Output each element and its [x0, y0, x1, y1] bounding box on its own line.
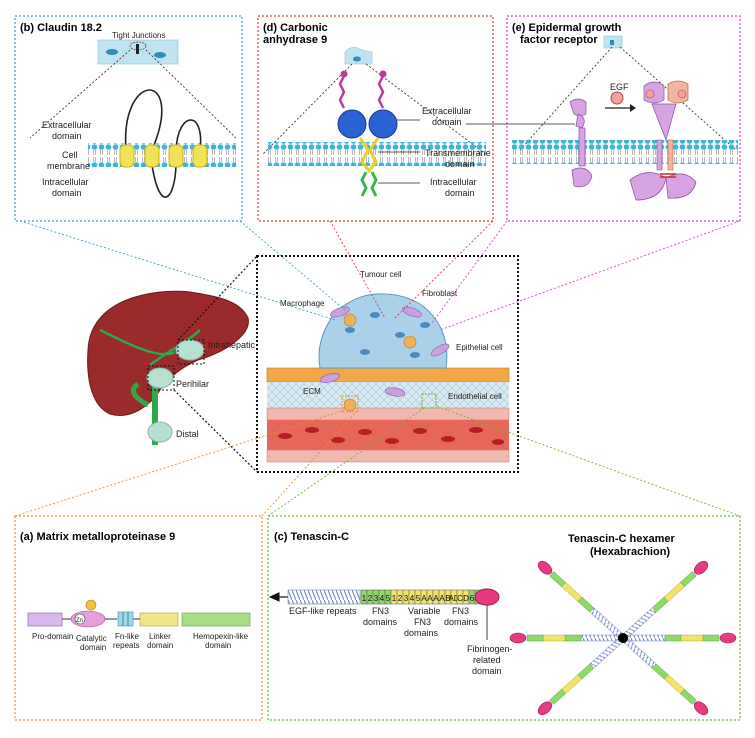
- fn3-variable-box-label: 4: [410, 594, 415, 603]
- hemopexin-domain: [181, 612, 251, 627]
- panel-tenascin: (c) Tenascin-C 1234512345AAAABADCD678 EG…: [267, 515, 741, 721]
- fn3-variable-box-label: AD: [448, 594, 459, 603]
- tight-junctions-label: Tight Junctions: [112, 31, 166, 40]
- fn3-variable-box-label: A: [439, 594, 445, 603]
- hexamer-fibrinogen: [537, 560, 553, 575]
- claudin-membrane: [88, 143, 236, 167]
- hexamer-arm: [509, 632, 620, 644]
- fn3-variable-box-label: 1: [392, 594, 397, 603]
- fn3-variable-box-label: C: [457, 594, 463, 603]
- liver-illustration: Intrahepatic Perihilar Distal: [87, 290, 256, 445]
- egfr-membrane: [512, 140, 738, 164]
- macrophage-label: Macrophage: [280, 299, 325, 308]
- ca9-intracellular: Intracellular: [430, 177, 477, 187]
- panel-mmp9: (a) Matrix metalloproteinase 9 Zn Pro-do…: [14, 515, 263, 721]
- ecm-label: ECM: [303, 387, 321, 396]
- fn-like-repeats: [117, 611, 134, 627]
- epithelial-cell-label: Epithelial cell: [456, 343, 503, 352]
- fn3-variable-box-label: A: [433, 594, 439, 603]
- claudin-intracellular: Intracellular: [42, 177, 89, 187]
- egfr-dimer: [629, 80, 697, 201]
- egf-like-repeats-bar: [287, 589, 361, 605]
- egf-ligand: [610, 91, 624, 105]
- panel-claudin: (b) Claudin 18.2 Tight Junctions Extrace…: [14, 15, 243, 222]
- hexamer-core: [618, 633, 628, 643]
- tumour-cell-label: Tumour cell: [360, 270, 402, 279]
- hexamer-fibrinogen: [509, 632, 527, 644]
- ca9-transmembrane: Transmembrane: [425, 148, 491, 158]
- ca9-extracellular: Extracellular: [422, 106, 472, 116]
- fn3-variable-box-label: B: [445, 594, 450, 603]
- claudin-membrane-label: Cell: [62, 150, 78, 160]
- perihilar-label: Perihilar: [176, 379, 209, 389]
- hexamer-title: Tenascin-C hexamer(Hexabrachion): [568, 533, 676, 558]
- fibrinogen-domain: [474, 588, 500, 606]
- ca9-protein: [337, 70, 398, 197]
- pro-domain: [27, 612, 63, 627]
- hexamer-fibrinogen: [693, 701, 709, 716]
- claudin-extracellular: Extracellular: [42, 120, 92, 130]
- linker-domain: [139, 612, 179, 627]
- hexamer-arm: [626, 632, 737, 644]
- fibroblast-label: Fibroblast: [422, 289, 458, 298]
- fn3-variable-box-label: D: [463, 594, 469, 603]
- egf-like-repeats-label: EGF-like repeats: [289, 606, 357, 616]
- fn3-left-box-label: 2: [368, 594, 373, 603]
- endothelial-cell-label: Endothelial cell: [448, 392, 502, 401]
- egf-label: EGF: [610, 82, 629, 92]
- fn3-left-box-label: 5: [386, 594, 391, 603]
- fn3-variable-box-label: A: [421, 594, 427, 603]
- distal-label: Distal: [176, 429, 199, 439]
- hexamer-arm: [537, 560, 623, 638]
- hexamer-arm: [623, 638, 709, 716]
- fn3-right-box-label: 6: [470, 594, 475, 603]
- claudin-title: (b) Claudin 18.2: [20, 22, 102, 34]
- fn3-variable-box-label: 3: [404, 594, 409, 603]
- zinc-label: Zn: [76, 618, 83, 624]
- hexamer-fibrinogen: [693, 560, 709, 575]
- fn3-left-box-label: 4: [380, 594, 385, 603]
- fn3-variable-box-label: 2: [398, 594, 403, 603]
- hexabrachion: [509, 560, 737, 716]
- tenascin-title: (c) Tenascin-C: [274, 531, 349, 543]
- fn3-left-box-label: 1: [362, 594, 367, 603]
- intrahepatic-label: Intrahepatic: [208, 340, 256, 350]
- hexamer-arm: [537, 638, 623, 716]
- hexamer-arm: [623, 560, 709, 638]
- fn3-variable-box-label: 5: [416, 594, 421, 603]
- tumour-microenvironment: Tumour cell Fibroblast Macrophage Epithe…: [256, 255, 519, 473]
- svg-text:Pro-domain: Pro-domain: [32, 632, 73, 641]
- hexamer-fibrinogen: [719, 632, 737, 644]
- tnc-domain-boxes: 1234512345AAAABADCD678: [360, 589, 488, 605]
- fn3-left-box-label: 3: [374, 594, 379, 603]
- egfr-monomer: [569, 98, 593, 188]
- mmp9-title: (a) Matrix metalloproteinase 9: [20, 531, 175, 543]
- fn3-variable-box-label: A: [427, 594, 433, 603]
- hexamer-fibrinogen: [537, 701, 553, 716]
